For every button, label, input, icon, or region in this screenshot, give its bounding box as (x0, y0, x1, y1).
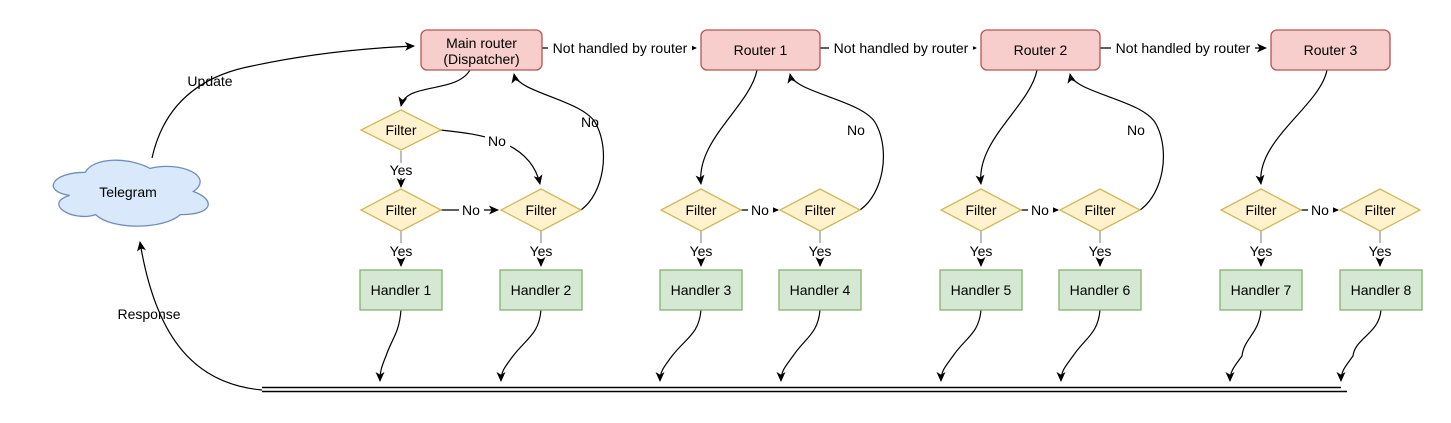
main-router-label-line2: (Dispatcher) (443, 51, 519, 67)
filter-label: Filter (1084, 202, 1115, 218)
svg-text:Yes: Yes (1250, 243, 1273, 259)
svg-text:Yes: Yes (530, 243, 553, 259)
filter-node-4a: Filter (1219, 188, 1303, 232)
edge-router1-to-filter (695, 69, 758, 185)
svg-text:No: No (1311, 202, 1329, 218)
svg-text:No: No (462, 202, 480, 218)
update-edge-label: Update (187, 73, 232, 89)
filter-node-3a: Filter (939, 188, 1023, 232)
svg-text:Not handled by router: Not handled by router (834, 40, 969, 56)
filter-label: Filter (1245, 202, 1276, 218)
svg-text:Not handled by router: Not handled by router (1116, 40, 1251, 56)
handler-node-4: Handler 4 (778, 269, 862, 311)
main-router-label-line1: Main router (446, 35, 517, 51)
filter-node-4b: Filter (1338, 188, 1422, 232)
edge-router2-to-filter (975, 69, 1038, 185)
response-edge-label: Response (117, 306, 180, 322)
edge-filter3b-no-loop (1067, 73, 1165, 211)
svg-text:Yes: Yes (690, 243, 713, 259)
not-handled-label-1: Not handled by router (548, 40, 692, 57)
filter-label: Filter (685, 202, 716, 218)
svg-text:Yes: Yes (1089, 243, 1112, 259)
svg-text:No: No (1031, 202, 1049, 218)
handler-label: Handler 7 (1231, 282, 1292, 298)
handler-label: Handler 8 (1351, 282, 1412, 298)
filter-node-3b: Filter (1058, 188, 1142, 232)
filter-node-2a: Filter (659, 188, 743, 232)
handler-drain-edges (375, 309, 1382, 382)
handler-node-3: Handler 3 (659, 269, 743, 311)
edge-response (137, 241, 263, 391)
filter-label: Filter (804, 202, 835, 218)
svg-text:No: No (581, 114, 599, 130)
edge-filter1b-no-loop (511, 73, 605, 211)
router-2-label: Router 2 (1014, 42, 1068, 58)
handler-label: Handler 3 (671, 282, 732, 298)
edge-filter2b-no-loop (787, 73, 885, 211)
svg-text:Not handled by router: Not handled by router (553, 40, 688, 56)
router-3-node: Router 3 (1270, 29, 1391, 71)
handler-node-5: Handler 5 (939, 269, 1023, 311)
yes-stubs (396, 231, 1385, 267)
router-3-label: Router 3 (1304, 42, 1358, 58)
edge-update (151, 41, 415, 159)
handler-node-2: Handler 2 (499, 269, 583, 311)
main-router-node: Main router (Dispatcher) (420, 29, 543, 71)
filter-label: Filter (1364, 202, 1395, 218)
edge-dispatcher-to-filter (398, 69, 471, 107)
filter-label: Filter (385, 122, 416, 138)
filter-node-0: Filter (359, 109, 443, 151)
handler-label: Handler 6 (1070, 282, 1131, 298)
svg-text:No: No (1127, 122, 1145, 138)
handler-label: Handler 5 (951, 282, 1012, 298)
svg-text:No: No (847, 122, 865, 138)
handler-node-8: Handler 8 (1339, 269, 1423, 311)
not-handled-label-2: Not handled by router (829, 40, 973, 57)
handler-label: Handler 4 (790, 282, 851, 298)
filter-label: Filter (385, 202, 416, 218)
svg-text:No: No (751, 202, 769, 218)
not-handled-label-3: Not handled by router (1111, 40, 1255, 57)
handler-node-1: Handler 1 (359, 269, 443, 311)
yes-labels: Yes Yes Yes Yes Yes Yes Yes Yes Yes (390, 162, 1392, 259)
filter-node-1b: Filter (499, 188, 583, 232)
filter-label: Filter (965, 202, 996, 218)
telegram-node: Telegram (52, 159, 209, 227)
svg-text:No: No (488, 133, 506, 149)
svg-text:Yes: Yes (809, 243, 832, 259)
svg-text:Yes: Yes (1369, 243, 1392, 259)
svg-text:Yes: Yes (390, 243, 413, 259)
handler-label: Handler 2 (511, 282, 572, 298)
svg-text:Yes: Yes (970, 243, 993, 259)
telegram-label: Telegram (99, 184, 157, 200)
router-2-node: Router 2 (980, 29, 1101, 71)
handler-label: Handler 1 (371, 282, 432, 298)
filter-label: Filter (525, 202, 556, 218)
filter-node-2b: Filter (778, 188, 862, 232)
edge-router3-to-filter (1255, 69, 1328, 185)
router-1-label: Router 1 (734, 42, 788, 58)
handler-node-6: Handler 6 (1058, 269, 1142, 311)
svg-text:Yes: Yes (390, 162, 413, 178)
handler-node-7: Handler 7 (1219, 269, 1303, 311)
router-1-node: Router 1 (700, 29, 821, 71)
filter-node-1a: Filter (359, 188, 443, 232)
cloud-shape (52, 159, 209, 227)
no-labels: No No No No No No No No (459, 114, 1333, 218)
